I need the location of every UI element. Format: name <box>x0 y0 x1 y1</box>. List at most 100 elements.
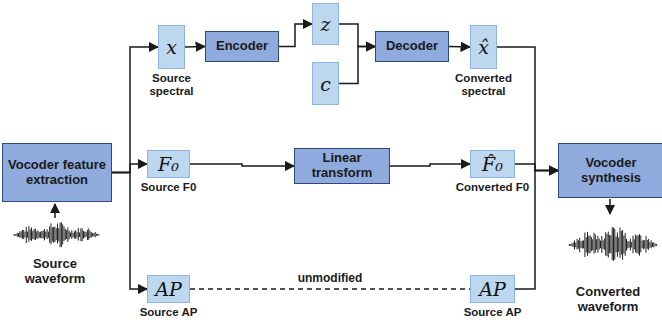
waveform-stroke <box>75 230 76 239</box>
waveform-stroke <box>579 238 580 252</box>
waveform-stroke <box>594 233 595 254</box>
waveform-stroke <box>586 237 587 252</box>
process-box: Vocoder feature extraction <box>2 143 112 202</box>
box-outline: Encoder <box>205 31 279 62</box>
waveform-stroke <box>646 236 647 253</box>
symbol-text: x̂ <box>478 36 489 58</box>
waveform-stroke <box>18 233 19 237</box>
waveform-stroke <box>66 230 67 239</box>
waveform-stroke <box>78 228 79 241</box>
waveform-stroke <box>620 228 621 258</box>
waveform-stroke <box>590 235 591 253</box>
waveform-stroke <box>596 239 597 249</box>
waveform-stroke <box>587 232 588 256</box>
waveform-stroke <box>36 231 37 238</box>
box-text: Decoder <box>383 39 441 54</box>
arrow-connector <box>339 24 375 47</box>
arrow-connector <box>185 46 205 48</box>
waveform-stroke <box>22 230 23 239</box>
waveform-stroke <box>634 239 635 249</box>
waveform-stroke <box>96 234 97 236</box>
waveform-stroke <box>588 236 589 253</box>
waveform-stroke <box>54 227 55 242</box>
waveform-stroke <box>609 235 610 253</box>
waveform-stroke <box>577 239 578 250</box>
waveform-stroke <box>570 244 571 246</box>
box-text: Linear transform <box>295 151 389 181</box>
box-outline: c <box>312 62 339 105</box>
waveform-stroke <box>591 237 592 251</box>
waveform-stroke <box>626 239 627 251</box>
waveform-stroke <box>84 231 85 237</box>
waveform-stroke <box>599 239 600 250</box>
variable-box: F₀Source F0 <box>147 150 190 178</box>
symbol-text: F̂₀ <box>482 153 503 175</box>
waveform-stroke <box>40 232 41 239</box>
waveform-stroke <box>600 241 601 249</box>
waveform-stroke <box>605 232 606 255</box>
waveform-stroke <box>73 233 74 237</box>
waveform-stroke <box>97 234 98 236</box>
waveform-stroke <box>638 235 639 254</box>
waveform-stroke <box>592 239 593 250</box>
waveform-stroke <box>35 229 36 241</box>
waveform-stroke <box>625 233 626 256</box>
waveform-stroke <box>86 232 87 237</box>
waveform-stroke <box>70 233 71 237</box>
waveform-stroke <box>607 234 608 256</box>
symbol-text: x <box>166 36 177 58</box>
waveform-stroke <box>95 232 96 237</box>
waveform-stroke <box>52 227 53 241</box>
waveform-stroke <box>623 236 624 254</box>
waveform-stroke <box>32 231 33 239</box>
waveform-stroke <box>622 230 623 260</box>
waveform-stroke <box>56 228 57 240</box>
waveform-stroke <box>64 227 65 241</box>
waveform-stroke <box>604 239 605 250</box>
source-waveform <box>12 222 99 247</box>
waveform-stroke <box>633 236 634 254</box>
waveform-stroke <box>614 229 615 260</box>
waveform-stroke <box>644 240 645 248</box>
variable-box: c <box>312 62 339 105</box>
waveform-stroke <box>87 230 88 240</box>
waveform-stroke <box>616 236 617 252</box>
waveform-stroke <box>627 241 628 248</box>
waveform-stroke <box>14 234 15 236</box>
waveform-stroke <box>58 228 59 241</box>
symbol-text: F₀ <box>158 153 179 175</box>
box-caption: Source F0 <box>134 181 204 194</box>
waveform-stroke <box>60 223 61 248</box>
waveform-stroke <box>21 231 22 237</box>
input-arrow <box>54 204 56 218</box>
waveform-stroke <box>62 224 63 244</box>
waveform-stroke <box>77 232 78 237</box>
waveform-stroke <box>584 233 585 257</box>
waveform-stroke <box>25 232 26 238</box>
waveform-stroke <box>618 237 619 252</box>
variable-box: F̂₀Converted F0 <box>470 150 515 178</box>
waveform-stroke <box>44 229 45 240</box>
waveform-stroke <box>610 235 611 253</box>
waveform-stroke <box>65 229 66 240</box>
waveform-stroke <box>571 243 572 246</box>
waveform-stroke <box>578 240 579 249</box>
waveform-stroke <box>617 232 618 256</box>
waveform-stroke <box>38 230 39 238</box>
waveform-stroke <box>17 233 18 237</box>
waveform-stroke <box>639 234 640 255</box>
waveform-stroke <box>612 227 613 260</box>
waveform-stroke <box>88 229 89 240</box>
box-outline: Linear transform <box>294 148 390 184</box>
waveform-label: Source waveform <box>2 257 108 287</box>
waveform-stroke <box>582 241 583 249</box>
edge-label: unmodified <box>296 271 365 285</box>
waveform-stroke <box>652 243 653 247</box>
waveform-stroke <box>608 232 609 258</box>
waveform-stroke <box>613 228 614 261</box>
box-caption: Converted F0 <box>450 181 536 194</box>
waveform-stroke <box>41 231 42 238</box>
waveform-stroke <box>99 234 100 236</box>
box-outline: Decoder <box>375 31 449 62</box>
waveform-stroke <box>48 232 49 238</box>
